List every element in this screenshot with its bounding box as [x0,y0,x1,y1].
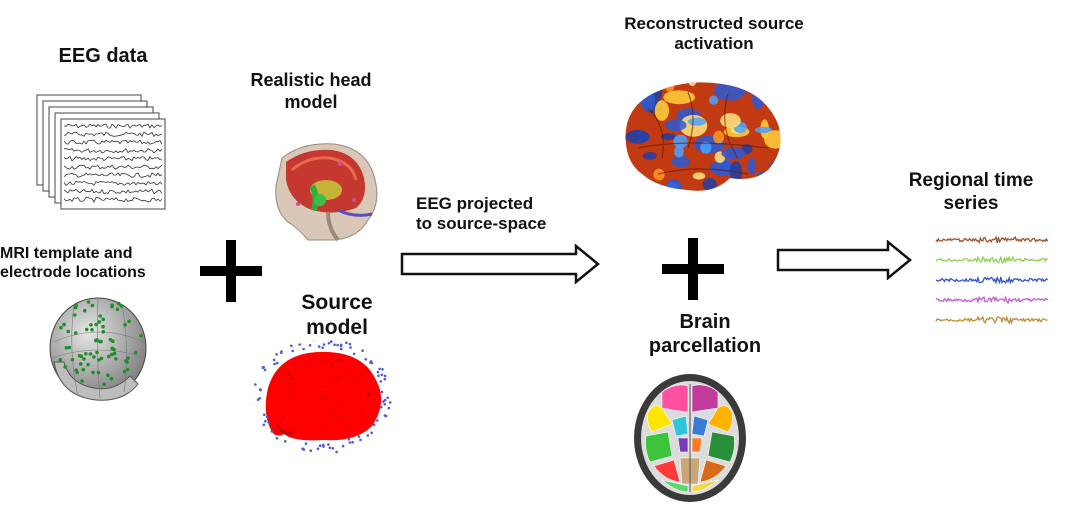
regional-label: Regional time series [908,170,1034,214]
source-model-label: Source model [301,291,373,340]
plus-icon-right [660,236,726,302]
head-model-icon [268,140,386,244]
source-model-icon [254,340,394,464]
cortex-activation-icon [618,78,786,202]
electrode-head-icon [44,292,156,408]
arrow-icon-projection [400,244,600,284]
plus-icon-left [198,238,264,304]
eeg-sheets [36,94,166,210]
reconstructed-label: Reconstructed source activation [624,14,804,54]
mri-template-label: MRI template and electrode locations [0,245,146,282]
eeg-stack-icon [36,94,172,218]
parcellation-icon [632,372,748,504]
eeg-data-label: EEG data [58,45,148,67]
eeg-projected-label: EEG projected to source-space [416,194,547,234]
parcellation-label: Brain parcellation [648,311,762,357]
source-dots [254,340,392,454]
head-model-label: Realistic head model [250,70,372,112]
series-lines [935,235,1049,325]
electrode-dots [58,300,143,387]
time-series-icon [934,230,1054,334]
parcel-regions [645,384,735,493]
arrow-icon-series [776,240,912,280]
